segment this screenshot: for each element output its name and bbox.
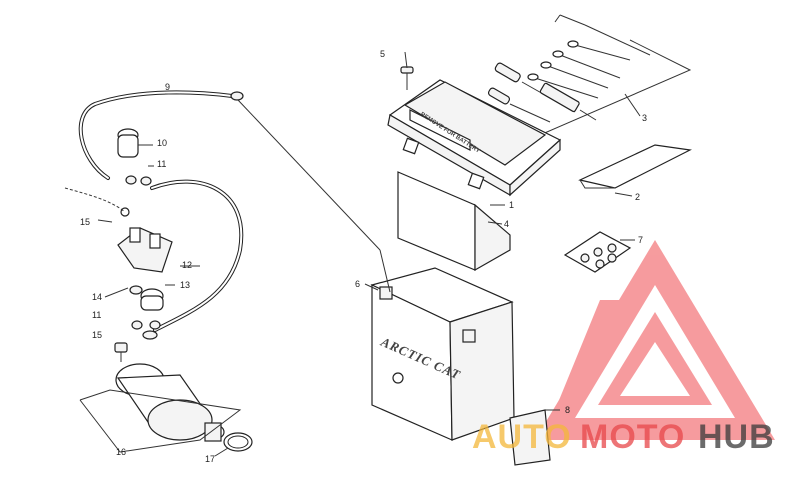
cable-9 (78, 90, 244, 180)
callout-6: 6 (355, 279, 360, 289)
callout-9: 9 (165, 82, 170, 92)
battery: ARCTIC CAT (370, 267, 515, 441)
bolt-15b (114, 342, 128, 362)
tool-kit (487, 14, 651, 123)
callout-8: 8 (565, 405, 570, 415)
callout-4: 4 (504, 219, 509, 229)
solenoid (117, 207, 173, 273)
svg-text:HUB: HUB (698, 418, 775, 456)
fuse-block (509, 409, 551, 466)
svg-text:MOTO: MOTO (580, 418, 685, 456)
boot-13 (140, 288, 164, 311)
terminal-kit (563, 231, 632, 273)
watermark-text: AUTO MOTO HUB (472, 418, 775, 456)
callout-12: 12 (182, 260, 192, 270)
screw-5 (400, 66, 414, 90)
strap (578, 144, 692, 189)
callout-17: 17 (205, 454, 215, 464)
callout-11a: 11 (157, 159, 166, 169)
nut-11b (140, 176, 152, 186)
callout-2: 2 (635, 192, 640, 202)
callout-16: 16 (116, 447, 126, 457)
hold-down-bracket (397, 171, 476, 271)
boot-10 (117, 128, 139, 158)
svg-text:AUTO: AUTO (472, 418, 572, 456)
callout-13: 13 (180, 280, 190, 290)
callout-5: 5 (380, 49, 385, 59)
callout-15a: 15 (80, 217, 90, 227)
nut-11a (125, 175, 137, 185)
callout-1: 1 (509, 200, 514, 210)
callout-15b: 15 (92, 330, 102, 340)
cable-12 (142, 179, 244, 340)
leader-3 (539, 39, 692, 136)
callout-10: 10 (157, 138, 167, 148)
callout-11b: 11 (92, 310, 101, 320)
callout-7: 7 (638, 235, 643, 245)
callout-3: 3 (642, 113, 647, 123)
watermark-logo (535, 240, 775, 440)
battery-tray: REMOVE FOR BATTERY (387, 79, 562, 197)
starter-motor (115, 363, 225, 442)
callout-14: 14 (92, 292, 102, 302)
